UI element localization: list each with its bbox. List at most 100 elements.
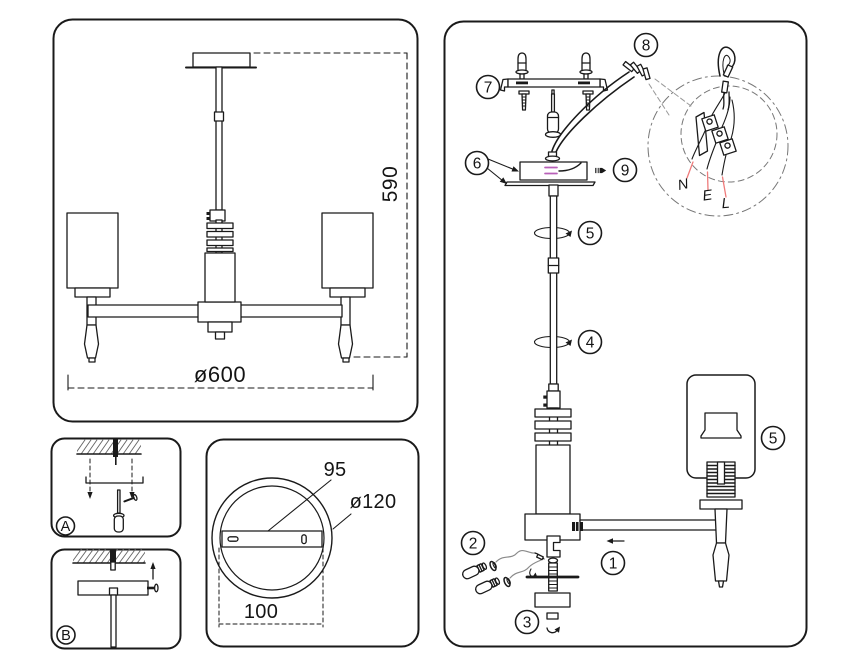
panel-step-b: B — [50, 548, 182, 650]
step-a-letter: A — [61, 519, 71, 535]
ceiling-slot — [113, 439, 118, 457]
panel-border — [50, 437, 182, 538]
shade-group — [686, 374, 756, 588]
step-b-letter: B — [61, 628, 71, 644]
callout-8: 8 — [633, 32, 659, 58]
wall-anchor-icon — [579, 52, 593, 80]
svg-text:2: 2 — [469, 535, 478, 552]
screw-icon — [518, 90, 530, 111]
up-arrow — [150, 562, 156, 580]
screw-icon — [123, 493, 138, 503]
panel-assembly: N E L 7 8 6 9 — [443, 20, 808, 648]
arm-knob — [572, 522, 583, 531]
panel-step-a: A — [50, 437, 182, 538]
body-cylinder — [535, 444, 571, 515]
dimension-lines — [67, 52, 408, 391]
callout-5-shade: 5 — [760, 425, 786, 451]
dim-slot-label: 95 — [324, 459, 347, 481]
rod — [110, 594, 117, 648]
canopy-box — [519, 161, 588, 181]
wire-leader-n — [686, 161, 694, 179]
wire-label-neutral: N — [676, 176, 690, 194]
step-a-badge — [55, 516, 76, 536]
callouts: 7 8 6 9 5 4 5 — [460, 32, 786, 635]
halogen-bulb-icon — [475, 577, 501, 595]
wall-anchor-icon — [515, 52, 529, 80]
callout-4: 4 — [577, 329, 603, 355]
screwdriver-icon — [112, 489, 125, 533]
svg-text:8: 8 — [642, 37, 651, 54]
step-b-badge — [56, 625, 76, 645]
hanger-stud — [110, 549, 116, 562]
terminal-block-cell — [719, 138, 737, 156]
panel-border — [52, 18, 419, 423]
wire-label-earth: E — [702, 187, 714, 204]
rod-and-body — [524, 184, 718, 541]
terminal-block-cell — [711, 126, 729, 144]
svg-text:4: 4 — [586, 334, 595, 351]
mount-plate-drawing: 95 ø120 100 — [205, 438, 420, 648]
callout-5-rod: 5 — [577, 220, 603, 246]
arm — [579, 519, 718, 531]
step-b-drawing: B — [50, 548, 182, 650]
dim-plate-diameter-label: ø120 — [350, 491, 397, 513]
panel-border — [205, 438, 420, 648]
dim-height-label: 590 — [379, 166, 402, 203]
finial-cup — [534, 592, 571, 608]
screwdriver-icon — [544, 89, 562, 138]
wire-leader-e — [706, 171, 709, 191]
svg-text:1: 1 — [609, 555, 618, 572]
mounting-bracket-group — [499, 52, 609, 138]
arm-insert-arrow — [606, 538, 625, 544]
socket-ring-icon — [503, 576, 511, 588]
spacing-extension-lines — [218, 547, 324, 628]
canopy-group — [486, 151, 596, 187]
mounting-bar — [221, 530, 323, 548]
callout-9: 9 — [612, 157, 638, 183]
right-shade — [321, 212, 374, 289]
dim-diameter-label: ø600 — [194, 362, 246, 387]
cover-plate — [504, 181, 596, 187]
callout-6: 6 — [464, 150, 490, 176]
callout-2: 2 — [460, 530, 486, 556]
mounting-bar — [85, 476, 144, 484]
halogen-bulb-icon — [462, 562, 488, 580]
wire-leader-l — [721, 176, 727, 198]
svg-text:5: 5 — [586, 225, 595, 242]
slot-left — [227, 536, 239, 542]
front-view-drawing: 590 ø600 — [52, 18, 419, 423]
wire-label-live: L — [721, 196, 730, 213]
screw-icon — [582, 90, 594, 111]
screw-icon — [147, 583, 159, 593]
svg-text:5: 5 — [769, 430, 778, 447]
terminal-detail: N E L — [676, 46, 737, 213]
rod — [549, 195, 558, 385]
callout-3: 3 — [514, 609, 540, 635]
assembly-drawing: N E L 7 8 6 9 — [443, 20, 808, 648]
bulb-group — [462, 550, 545, 595]
dim-spacing-label: 100 — [244, 601, 278, 623]
slot-right — [301, 534, 307, 545]
ceiling-hatch — [73, 549, 145, 563]
panel-mount-plate: 95 ø120 100 — [205, 438, 420, 648]
mains-cable — [551, 60, 651, 153]
hub — [197, 301, 242, 323]
callout-1: 1 — [600, 550, 626, 576]
svg-text:3: 3 — [523, 614, 532, 631]
socket-cap — [700, 412, 742, 439]
panel-border — [443, 20, 808, 648]
socket-ring-icon — [489, 560, 497, 572]
chandelier-drawing — [66, 52, 374, 363]
svg-text:6: 6 — [473, 155, 482, 172]
svg-text:7: 7 — [484, 79, 493, 96]
alignment-guides — [87, 458, 135, 499]
grub-screw-icon — [595, 167, 607, 174]
callout-7: 7 — [475, 74, 501, 100]
panel-front-view: 590 ø600 — [52, 18, 419, 423]
svg-text:9: 9 — [621, 162, 630, 179]
mounting-bar — [507, 78, 601, 88]
wiring-detail-circles — [647, 75, 789, 217]
step-a-drawing: A — [50, 437, 182, 538]
canopy-outline — [211, 477, 333, 599]
